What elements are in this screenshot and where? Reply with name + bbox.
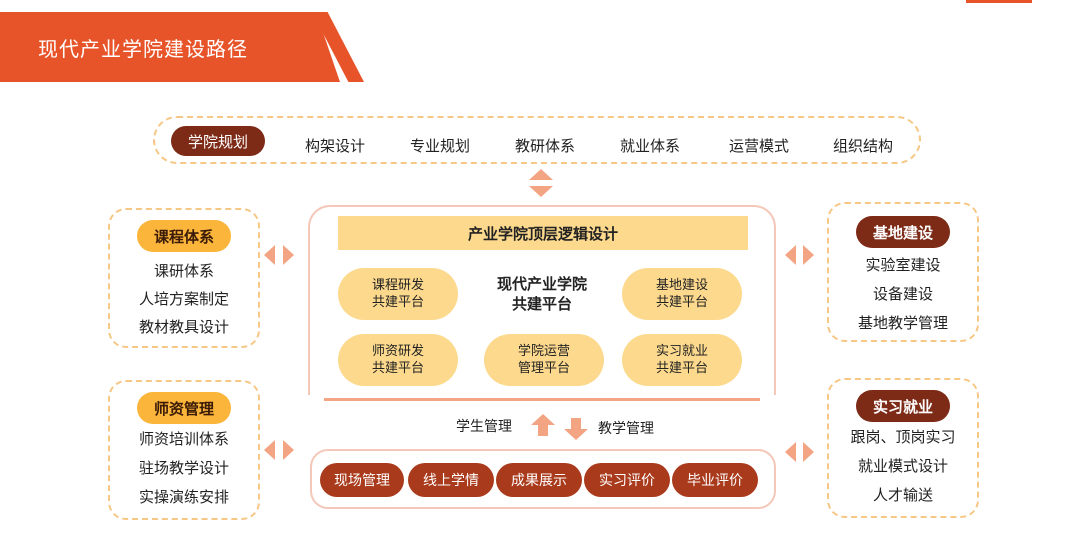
management-item-onsite[interactable]: 现场管理 — [320, 463, 404, 497]
nav-item-organization[interactable]: 组织结构 — [832, 136, 893, 155]
panel-base-title: 基地建设 — [856, 216, 950, 248]
node-line: 课程研发 — [371, 278, 424, 293]
node-faculty-dev: 师资研发 共建平台 — [338, 334, 458, 386]
top-nav: 学院规划 构架设计 专业规划 教研体系 就业体系 运营模式 组织结构 — [153, 116, 921, 164]
panel-curriculum-title: 课程体系 — [137, 220, 231, 252]
nav-item-employment[interactable]: 就业体系 — [619, 136, 680, 155]
node-line: 实习就业 — [655, 344, 708, 359]
arrow-left-icon — [785, 245, 796, 265]
arrow-left-icon — [264, 440, 275, 460]
arrow-up-icon — [529, 169, 553, 180]
nav-item-operation[interactable]: 运营模式 — [728, 136, 789, 155]
panel-curriculum: 课程体系 课研体系 人培方案制定 教材教具设计 — [108, 208, 260, 348]
panel-internship-item: 跟岗、顶岗实习 — [850, 428, 956, 446]
arrow-down-icon — [529, 186, 553, 197]
panel-base-item: 设备建设 — [872, 285, 933, 303]
node-line: 基地建设 — [655, 278, 708, 293]
node-line: 共建平台 — [655, 295, 708, 310]
nav-item-planning[interactable]: 学院规划 — [171, 126, 265, 156]
nav-item-major[interactable]: 专业规划 — [409, 136, 470, 155]
management-item-internship-eval[interactable]: 实习评价 — [584, 463, 670, 497]
teaching-management-label: 教学管理 — [598, 421, 654, 437]
node-base-build: 基地建设 共建平台 — [622, 268, 742, 320]
panel-faculty-item: 驻场教学设计 — [138, 459, 229, 477]
panel-curriculum-item: 教材教具设计 — [138, 318, 229, 336]
arrow-left-icon — [785, 442, 796, 462]
panel-faculty-item: 实操演练安排 — [138, 488, 229, 506]
node-internship: 实习就业 共建平台 — [622, 334, 742, 386]
panel-faculty-title: 师资管理 — [137, 392, 231, 424]
node-line: 共建平台 — [371, 295, 424, 310]
panel-internship: 实习就业 跟岗、顶岗实习 就业模式设计 人才输送 — [827, 378, 979, 518]
node-line: 学院运营 — [517, 344, 570, 359]
panel-internship-item: 人才输送 — [872, 486, 933, 504]
student-management-label: 学生管理 — [456, 419, 512, 435]
panel-base-item: 基地教学管理 — [857, 314, 948, 332]
node-line: 管理平台 — [517, 361, 570, 376]
node-line: 师资研发 — [371, 344, 424, 359]
management-item-online[interactable]: 线上学情 — [408, 463, 494, 497]
header-banner — [0, 12, 320, 82]
panel-internship-title: 实习就业 — [856, 390, 950, 422]
panel-base: 基地建设 实验室建设 设备建设 基地教学管理 — [827, 202, 979, 342]
node-college-ops: 学院运营 管理平台 — [484, 334, 604, 386]
panel-faculty: 师资管理 师资培训体系 驻场教学设计 实操演练安排 — [108, 380, 260, 520]
nav-item-teaching-research[interactable]: 教研体系 — [514, 136, 575, 155]
top-layer-design: 产业学院顶层逻辑设计 — [338, 216, 748, 250]
panel-faculty-item: 师资培训体系 — [138, 430, 229, 448]
center-platform-title: 现代产业学院 共建平台 — [478, 274, 606, 314]
center-title-line: 共建平台 — [511, 295, 572, 313]
center-title-line: 现代产业学院 — [496, 275, 587, 293]
node-line: 共建平台 — [655, 361, 708, 376]
management-bar — [310, 449, 776, 509]
arrow-right-icon — [283, 245, 294, 265]
panel-curriculum-item: 人培方案制定 — [138, 290, 229, 308]
big-arrow-down-icon — [564, 418, 588, 440]
panel-curriculum-item: 课研体系 — [153, 262, 214, 280]
page-title: 现代产业学院建设路径 — [38, 37, 248, 61]
panel-internship-item: 就业模式设计 — [857, 457, 948, 475]
central-platform-frame — [308, 205, 776, 395]
arrow-left-icon — [264, 245, 275, 265]
arrow-right-icon — [803, 245, 814, 265]
arrow-right-icon — [283, 440, 294, 460]
management-item-results[interactable]: 成果展示 — [496, 463, 582, 497]
nav-item-architecture[interactable]: 构架设计 — [304, 136, 365, 155]
corner-accent — [966, 0, 1032, 3]
central-platform-base-line — [324, 398, 760, 401]
node-course-dev: 课程研发 共建平台 — [338, 268, 458, 320]
arrow-right-icon — [803, 442, 814, 462]
big-arrow-up-icon — [531, 414, 555, 436]
management-item-graduation-eval[interactable]: 毕业评价 — [672, 463, 758, 497]
node-line: 共建平台 — [371, 361, 424, 376]
panel-base-item: 实验室建设 — [865, 256, 941, 274]
